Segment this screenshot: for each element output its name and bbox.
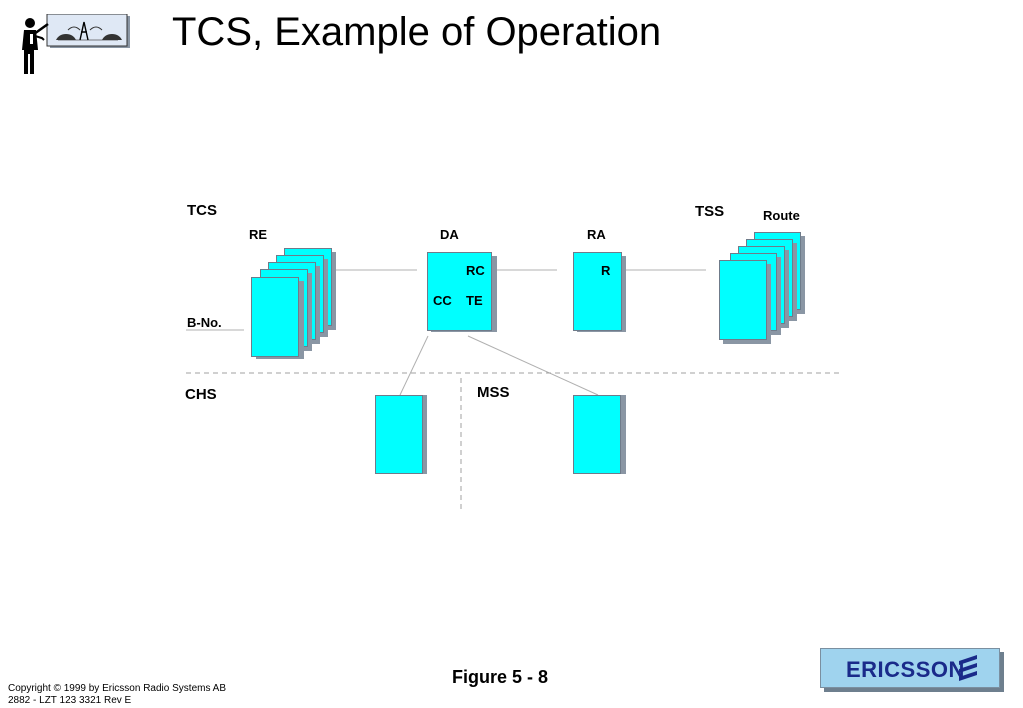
re-front-box bbox=[251, 277, 299, 357]
label-rc: RC bbox=[466, 263, 485, 278]
label-tcs: TCS bbox=[187, 202, 217, 219]
label-re: RE bbox=[249, 227, 268, 242]
label-mss: MSS bbox=[477, 384, 510, 401]
da-chs-link bbox=[399, 335, 429, 396]
label-cc: CC bbox=[433, 293, 452, 308]
copyright-text: Copyright © 1999 by Ericsson Radio Syste… bbox=[8, 683, 227, 694]
presenter-with-network-icon bbox=[18, 14, 133, 76]
da-box bbox=[427, 252, 492, 331]
logo-text: ERICSSON bbox=[846, 657, 965, 682]
label-bno: B-No. bbox=[187, 315, 222, 330]
label-tss: TSS bbox=[695, 203, 725, 220]
da-mss-link bbox=[467, 335, 599, 396]
label-da: DA bbox=[440, 227, 459, 242]
label-chs: CHS bbox=[185, 386, 217, 403]
document-id: 2882 - LZT 123 3321 Rev E bbox=[8, 695, 132, 706]
label-r: R bbox=[601, 263, 611, 278]
mss-box bbox=[573, 395, 621, 474]
label-te: TE bbox=[466, 293, 483, 308]
ra-box bbox=[573, 252, 622, 331]
label-route: Route bbox=[763, 208, 800, 223]
label-ra: RA bbox=[587, 227, 606, 242]
page-title: TCS, Example of Operation bbox=[172, 10, 662, 54]
figure-caption: Figure 5 - 8 bbox=[452, 667, 549, 687]
route-front-box bbox=[719, 260, 767, 340]
chs-box bbox=[375, 395, 423, 474]
ericsson-stripes-icon bbox=[956, 652, 980, 684]
